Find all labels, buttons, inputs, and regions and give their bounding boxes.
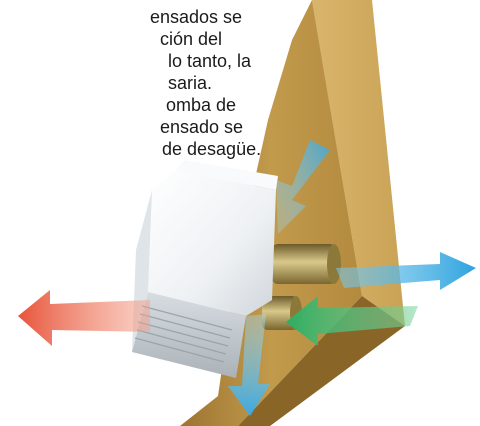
wall-side	[312, 0, 405, 326]
unit-front-panel	[148, 170, 276, 316]
pipes	[262, 244, 341, 330]
upper-pipe-end	[327, 244, 341, 284]
unit-top	[176, 160, 278, 190]
air-conditioner-unit	[132, 160, 278, 378]
upper-pipe	[272, 244, 336, 284]
hot-air-arrow	[18, 290, 150, 346]
cold-air-arrow-down	[228, 314, 270, 416]
green-air-arrow	[286, 296, 418, 346]
cold-air-arrow-right	[336, 252, 476, 290]
incoming-air-arrow	[276, 140, 330, 234]
unit-vent-grille	[134, 305, 233, 363]
